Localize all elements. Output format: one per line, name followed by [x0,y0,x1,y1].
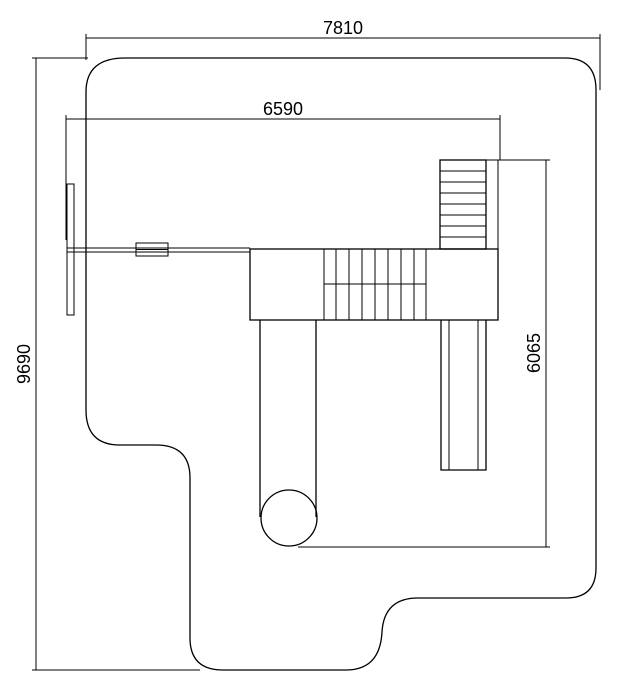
dimension-label-overall-height: 9690 [14,344,34,384]
dimension-label-overall-width: 7810 [323,18,363,38]
dimension-overall-height: 9690 [14,57,200,671]
dimension-inner-width: 6590 [65,99,501,240]
dimension-label-inner-height: 6065 [524,333,544,373]
tube-slide-exit [260,489,318,547]
top-right-ladder [439,159,499,250]
straight-slide [440,320,487,471]
dimension-inner-height: 6065 [298,159,550,548]
dimension-label-inner-width: 6590 [263,99,303,119]
central-staircase [335,249,415,320]
tube-slide [259,320,318,547]
main-platform-deck [249,248,499,321]
swing-frame-post [66,183,75,316]
safety-zone-outline [85,57,597,671]
swing-beam-assembly [66,183,250,316]
dimension-overall-width: 7810 [85,18,601,90]
